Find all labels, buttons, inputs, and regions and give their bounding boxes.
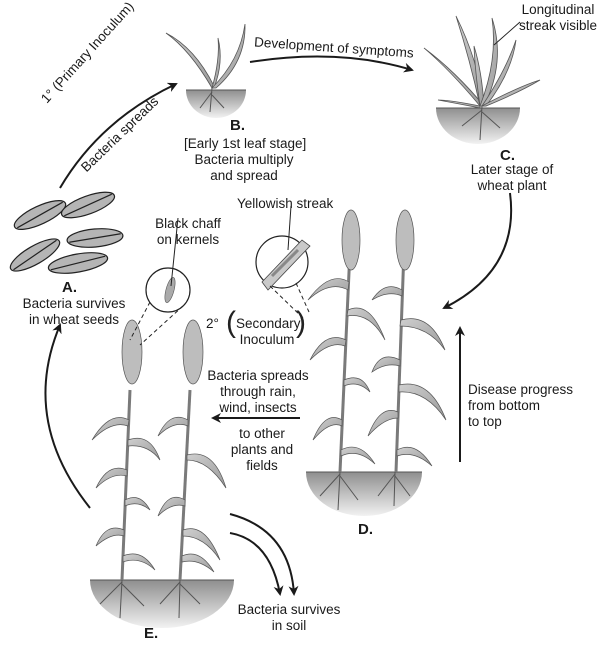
black-chaff-line-1: Black chaff [155,216,221,231]
stage-c-description: Later stage of wheat plant [464,162,560,194]
soil-survival-label: Bacteria survives in soil [234,602,344,634]
secondary-line-2: Inoculum [239,332,295,347]
stage-b-line-1: [Early 1st leaf stage] [184,136,307,151]
longitudinal-line-2: streak visible [518,18,598,33]
progress-line-3: to top [468,414,502,429]
spread-line-2: through rain, [220,384,296,399]
plants-d [306,209,447,516]
stage-a-letter: A. [62,279,77,296]
stage-a-line-2: in wheat seeds [28,312,120,327]
secondary-paren-right: ) [296,306,306,339]
magnifier-yellowish-streak [255,205,311,321]
spread-line-3: wind, insects [219,400,297,415]
stage-a-description: Bacteria survives in wheat seeds [14,296,134,328]
arrow-c-to-d [442,192,513,309]
stage-c-letter: C. [500,147,515,164]
progress-line-2: from bottom [468,398,541,413]
secondary-paren-left: ( [226,306,236,339]
arrow-e-to-a [44,323,91,509]
stage-b-letter: B. [230,117,245,134]
seedling-b [165,23,246,118]
stage-c-line-2: wheat plant [477,178,547,193]
stage-e-letter: E. [144,625,159,642]
spread-method-label: Bacteria spreads through rain, wind, ins… [206,368,310,416]
destination-line-3: fields [246,458,278,473]
secondary-inoculum-label: Secondary Inoculum [236,316,301,348]
arrow-b-to-c [249,55,414,73]
stage-a-line-1: Bacteria survives [22,296,126,311]
longitudinal-line-1: Longitudinal [521,2,595,17]
spread-destination-label: to other plants and fields [222,426,302,474]
secondary-line-1: Secondary [236,316,301,331]
arrow-to-soil-1 [229,513,299,596]
arrow-a-to-b [59,82,178,189]
spread-line-1: Bacteria spreads [207,368,309,383]
stage-b-line-2: Bacteria multiply [194,152,294,167]
soil-line-1: Bacteria survives [237,602,341,617]
arrow-to-soil-2 [229,532,284,596]
stage-c-line-1: Later stage of [470,162,554,177]
stage-b-line-3: and spread [210,168,278,183]
black-chaff-callout: Black chaff on kernels [150,216,226,248]
destination-line-1: to other [239,426,285,441]
stage-d-letter: D. [358,521,373,538]
progress-line-1: Disease progress [468,382,574,397]
secondary-inoculum-prefix: 2° [206,316,219,331]
plant-c [423,15,541,144]
disease-progress-label: Disease progress from bottom to top [468,382,573,430]
yellowish-streak-callout: Yellowish streak [237,196,334,211]
magnifier-black-chaff [129,217,191,346]
black-chaff-line-2: on kernels [156,232,220,247]
destination-line-2: plants and [230,442,294,457]
plants-e [90,319,234,628]
longitudinal-streak-callout: Longitudinal streak visible [516,2,600,34]
wheat-seeds [9,191,124,274]
soil-line-2: in soil [271,618,307,633]
stage-b-description: [Early 1st leaf stage] Bacteria multiply… [184,136,307,184]
